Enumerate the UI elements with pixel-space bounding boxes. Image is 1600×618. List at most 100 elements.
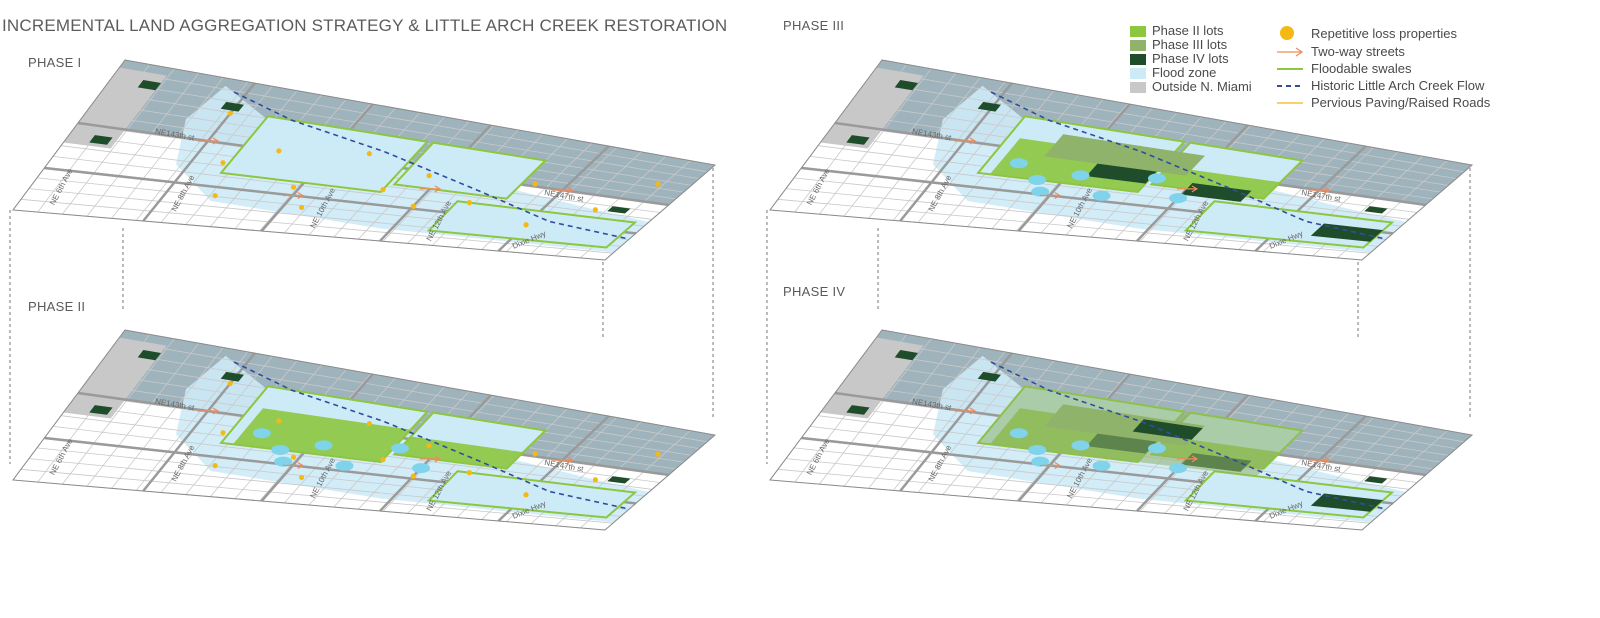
- pond: [271, 444, 290, 455]
- grid-line: [873, 70, 1465, 173]
- two-way-street-arrow: [282, 461, 304, 469]
- phase-3-lots: [1044, 134, 1205, 176]
- two-way-street-arrow: [1176, 185, 1199, 193]
- two-way-street-arrow: [282, 191, 304, 199]
- pond: [1009, 158, 1028, 169]
- study-lots-west: [219, 115, 430, 194]
- pond: [1169, 463, 1188, 474]
- legend-label: Phase IV lots: [1152, 51, 1229, 66]
- grid-line: [108, 81, 700, 179]
- outside-lot: [1364, 206, 1388, 214]
- grid-line: [116, 340, 708, 443]
- pond: [1147, 173, 1166, 184]
- grid-line: [20, 468, 613, 524]
- historic-creek-flow: [990, 361, 1387, 510]
- outside-lot: [220, 101, 244, 112]
- two-way-street-arrow: [552, 186, 574, 194]
- two-way-street-arrow: [1176, 455, 1199, 463]
- legend-label: Repetitive loss properties: [1311, 26, 1457, 41]
- phase-3-label: PHASE III: [783, 18, 845, 33]
- pond: [390, 443, 409, 454]
- repetitive-loss-property: [366, 421, 372, 427]
- repetitive-loss-property: [523, 222, 529, 228]
- repetitive-loss-property: [532, 451, 538, 457]
- repetitive-loss-property: [592, 207, 598, 213]
- outside-lot: [894, 79, 919, 91]
- two-way-street-arrow: [1309, 186, 1331, 194]
- outside-lot: [89, 405, 113, 415]
- pond: [1009, 428, 1028, 439]
- legend-label: Floodable swales: [1311, 61, 1412, 76]
- pond: [412, 463, 431, 474]
- pond: [1092, 460, 1111, 471]
- pond: [274, 456, 293, 467]
- pond: [1028, 444, 1047, 455]
- phase-4-lots: [1086, 163, 1157, 184]
- line-icon: [1277, 102, 1303, 104]
- repetitive-loss-property: [532, 181, 538, 187]
- page-title: INCREMENTAL LAND AGGREGATION STRATEGY & …: [2, 16, 728, 35]
- repetitive-loss-property: [366, 151, 372, 157]
- pond: [1092, 190, 1111, 201]
- repetitive-loss-property: [220, 430, 226, 436]
- outside-lot: [846, 135, 870, 145]
- two-way-street-arrow: [419, 455, 442, 463]
- repetitive-loss-property: [466, 470, 473, 476]
- outside-lot: [607, 476, 631, 484]
- grid-line: [116, 70, 708, 173]
- outside-lot: [137, 79, 162, 91]
- repetitive-loss-property: [410, 203, 416, 209]
- flood-zone-swatch-icon: [1130, 68, 1146, 79]
- grid-line: [865, 351, 1457, 449]
- phase-2-label: PHASE II: [28, 299, 86, 314]
- panel-outline: [12, 59, 717, 261]
- study-lots-south: [426, 470, 638, 519]
- legend-label: Two-way streets: [1311, 44, 1405, 59]
- historic-creek-flow: [990, 91, 1387, 240]
- repetitive-loss-property: [290, 454, 297, 460]
- pond: [1031, 456, 1050, 467]
- two-way-street-arrow: [197, 137, 220, 145]
- outside-lot: [89, 135, 113, 145]
- phase-4-swatch-icon: [1130, 54, 1146, 65]
- grid-line: [108, 351, 700, 449]
- phase-4-lots: [1310, 223, 1384, 242]
- outside-lot: [977, 371, 1001, 382]
- repetitive-loss-property: [410, 473, 416, 479]
- phase-4-lots: [1132, 419, 1203, 440]
- panel-outline: [12, 329, 717, 531]
- phase-2-swatch-icon: [1130, 26, 1146, 37]
- repetitive-loss-property: [426, 443, 432, 449]
- grid-line: [865, 81, 1457, 179]
- repetitive-loss-property: [426, 173, 432, 179]
- historic-creek-flow: [233, 361, 630, 510]
- repetitive-loss-property: [227, 380, 233, 387]
- phase-1-label: PHASE I: [28, 55, 82, 70]
- pond: [1031, 186, 1050, 197]
- outside-lot: [894, 349, 919, 361]
- outside-lot: [220, 371, 244, 382]
- legend-label: Historic Little Arch Creek Flow: [1311, 78, 1485, 93]
- repetitive-loss-property: [299, 204, 305, 211]
- two-way-street-arrow: [1309, 456, 1331, 464]
- legend-label: Pervious Paving/Raised Roads: [1311, 95, 1491, 110]
- legend-label: Phase II lots: [1152, 23, 1224, 38]
- repetitive-loss-property: [299, 474, 305, 481]
- outside-lot: [846, 405, 870, 415]
- repetitive-loss-property: [227, 110, 233, 117]
- two-way-street-arrow: [552, 456, 574, 464]
- two-way-street-arrow: [419, 185, 442, 193]
- repetitive-loss-property: [212, 193, 218, 199]
- grid-line: [873, 340, 1465, 443]
- repetitive-loss-property: [220, 160, 226, 166]
- legend-label: Flood zone: [1152, 65, 1217, 80]
- repetitive-loss-property: [276, 148, 282, 154]
- repetitive-loss-property: [380, 187, 386, 193]
- grid-line: [777, 468, 1370, 524]
- two-way-street-arrow: [197, 407, 220, 415]
